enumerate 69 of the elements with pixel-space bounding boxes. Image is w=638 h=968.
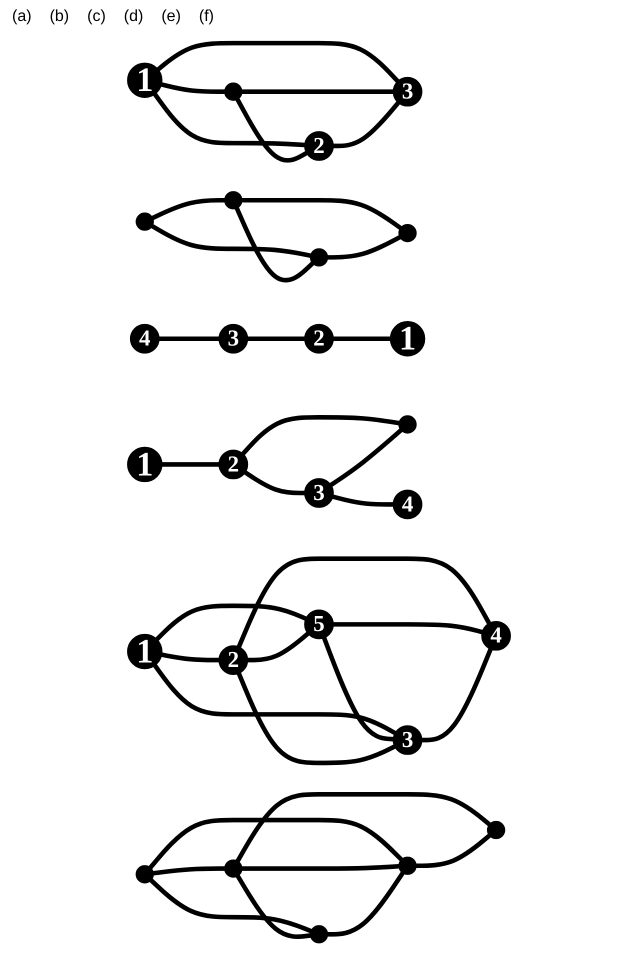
node-circle — [310, 248, 328, 266]
connector — [416, 834, 491, 868]
panel-label: (d) — [124, 8, 144, 26]
node-circle: 1 — [390, 321, 426, 356]
node-circle: 3 — [392, 725, 422, 755]
connector — [248, 632, 310, 662]
connector — [242, 89, 394, 94]
node-circle: 4 — [392, 490, 422, 520]
node-circle — [398, 224, 417, 242]
node-circle: 2 — [304, 324, 334, 354]
node-circle — [398, 856, 417, 875]
node-circle: 5 — [304, 610, 334, 640]
connector — [330, 428, 403, 487]
panel-label: (b) — [50, 8, 70, 26]
node-circle — [224, 191, 242, 210]
node-circle: 1 — [127, 634, 162, 670]
node-circle: 3 — [218, 324, 248, 354]
panel-label: (f) — [198, 8, 214, 26]
connector — [242, 864, 400, 871]
connector — [236, 874, 311, 940]
node-circle — [224, 859, 242, 878]
connector — [422, 648, 493, 742]
connector — [333, 622, 483, 634]
node-circle: 4 — [130, 324, 160, 354]
node-circle: 2 — [218, 450, 248, 480]
panel-label: (e) — [161, 8, 181, 26]
node-circle — [224, 82, 242, 101]
connector — [160, 82, 225, 94]
connector — [152, 866, 225, 876]
node-circle: 2 — [218, 645, 248, 675]
node-circle — [486, 820, 506, 840]
connector — [248, 336, 305, 342]
node-circle — [398, 415, 417, 434]
node-circle: 3 — [304, 478, 334, 508]
connector — [332, 494, 394, 507]
connector — [234, 207, 314, 282]
connector — [161, 652, 220, 662]
connector — [152, 198, 225, 220]
node-circle: 4 — [481, 620, 511, 651]
connector — [328, 235, 402, 260]
connector — [156, 40, 400, 83]
connector — [244, 470, 305, 496]
connector — [149, 878, 312, 934]
connector — [242, 198, 402, 230]
node-circle — [310, 925, 328, 944]
connector — [236, 556, 492, 648]
connector — [241, 415, 400, 456]
connector — [236, 672, 396, 766]
connector — [162, 462, 220, 467]
node-circle: 3 — [392, 76, 422, 107]
connector — [148, 818, 404, 870]
connector — [155, 604, 307, 642]
connector — [328, 872, 405, 937]
connector — [236, 792, 491, 862]
node-circle — [136, 865, 154, 884]
connector — [322, 636, 394, 742]
connector — [333, 101, 400, 148]
connector — [333, 336, 390, 342]
connector — [153, 92, 305, 148]
panel-label: (c) — [87, 8, 106, 26]
node-circle: 1 — [127, 446, 162, 482]
connector — [235, 98, 308, 163]
node-circle: 2 — [304, 131, 334, 161]
connector — [153, 664, 396, 736]
node-circle — [136, 212, 154, 231]
node-circle: 1 — [127, 62, 162, 98]
connector — [159, 336, 220, 342]
panel-label: (a) — [12, 8, 32, 26]
connector — [150, 224, 312, 258]
